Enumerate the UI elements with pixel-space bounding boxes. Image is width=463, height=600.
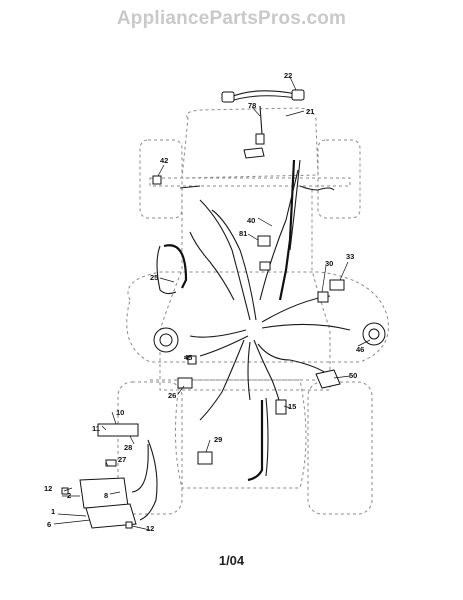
callout-21: 21: [306, 107, 314, 116]
frame-outline: [159, 188, 331, 391]
components: [61, 175, 386, 529]
watermark: AppliancePartsPros.com: [116, 8, 347, 29]
rear-left-wheel-outline: [117, 381, 183, 515]
callout-40: 40: [247, 216, 255, 225]
callout-10: 10: [116, 408, 124, 417]
callout-29: 29: [214, 435, 222, 444]
part-12-clip-a: [61, 487, 69, 495]
wire-harness: [131, 159, 351, 521]
part-27: [105, 459, 117, 467]
headlight-assembly: [221, 89, 305, 159]
battery-tray: [85, 503, 137, 529]
callout-12-right: 12: [146, 524, 154, 533]
part-50: [315, 369, 341, 389]
callout-6: 6: [47, 520, 51, 529]
tractor-outline: [117, 107, 389, 515]
part-29: [197, 451, 213, 465]
leaders: [53, 76, 371, 531]
callout-42: 42: [160, 156, 168, 165]
gauge-inner: [159, 333, 173, 347]
part-30: [317, 291, 329, 303]
callout-78: 78: [248, 101, 256, 110]
front-left-wheel-outline: [139, 139, 183, 219]
callout-33: 33: [346, 252, 354, 261]
callout-50: 50: [349, 371, 357, 380]
callout-81: 81: [239, 229, 247, 238]
callout-27: 27: [118, 455, 126, 464]
part-46-inner: [368, 328, 380, 340]
rear-right-wheel-outline: [307, 381, 373, 515]
callout-2: 2: [67, 491, 71, 500]
part-45: [187, 355, 197, 365]
page-reference: 1/04: [218, 553, 245, 568]
part-12-clip-b: [125, 521, 133, 529]
callout-11: 11: [92, 424, 100, 433]
callout-12-left: 12: [44, 484, 52, 493]
callout-1: 1: [51, 507, 55, 516]
part-33: [329, 279, 345, 291]
seat-outline: [174, 379, 307, 489]
part-81: [257, 235, 271, 247]
callout-25: 25: [150, 273, 158, 282]
part-42: [152, 175, 162, 185]
front-axle-outline: [149, 177, 351, 187]
part-15: [275, 399, 287, 415]
part-40-clip: [259, 261, 271, 271]
part-26: [177, 377, 193, 389]
callout-45: 45: [184, 353, 192, 362]
callout-15: 15: [288, 402, 296, 411]
hood-outline: [181, 107, 319, 179]
callout-8: 8: [104, 491, 108, 500]
callout-26: 26: [168, 391, 176, 400]
front-right-wheel-outline: [317, 139, 361, 219]
callout-46: 46: [356, 345, 364, 354]
callout-labels: 22 78 21 42 40 81 25 30 33 46 45 26 50 1…: [44, 71, 364, 533]
callout-28: 28: [124, 443, 132, 452]
callout-22: 22: [284, 71, 292, 80]
callout-30: 30: [325, 259, 333, 268]
part-11-solenoid: [97, 423, 139, 437]
